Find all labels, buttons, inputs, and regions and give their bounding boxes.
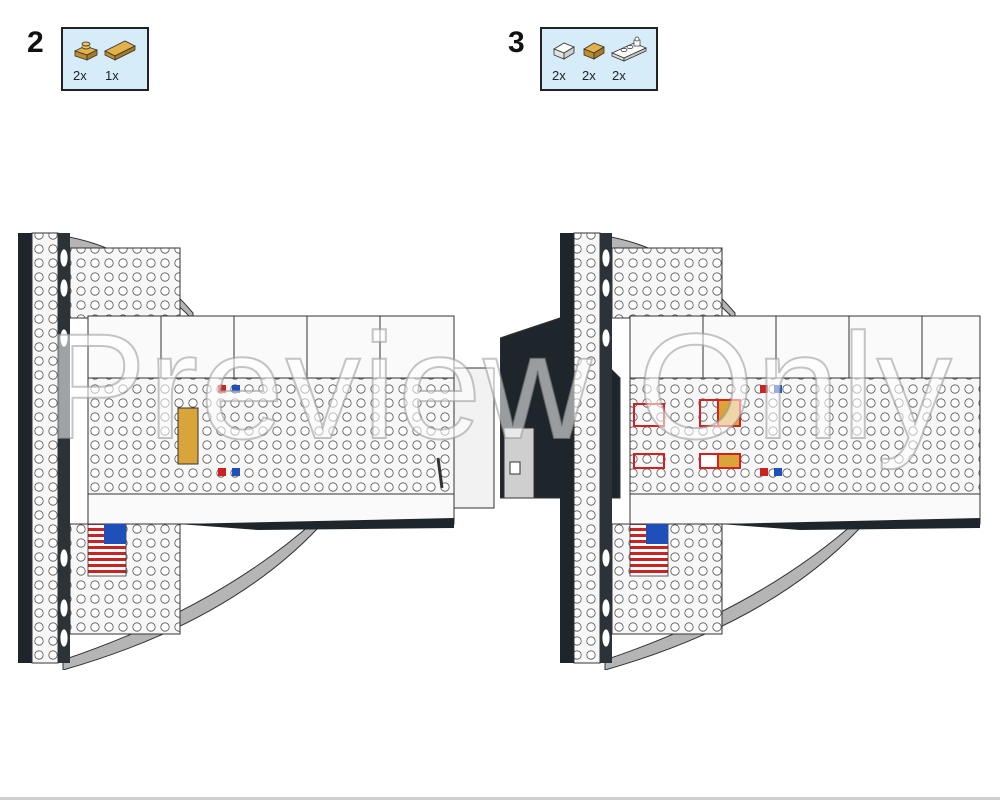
tan-slope-icon: [583, 42, 605, 60]
part-tan-tile: 1x: [103, 35, 137, 83]
part-white-slope: 2x: [550, 35, 584, 83]
step-2-model-illustration: [18, 232, 495, 670]
part-white-clip-plate: 2x: [610, 35, 650, 83]
step-2-number: 2: [27, 26, 44, 59]
part-tan-jumper-plate: 2x: [71, 35, 105, 83]
tan-tile-icon: [104, 40, 136, 61]
white-clip-plate-icon: [610, 36, 648, 62]
part-qty: 1x: [105, 68, 119, 83]
part-qty: 2x: [582, 68, 596, 83]
white-slope-icon: [553, 42, 575, 60]
step-2-parts-callout: 2x 1x: [61, 27, 149, 91]
page-bottom-divider: [0, 797, 1000, 800]
part-qty: 2x: [612, 68, 626, 83]
step-3-parts-callout: 2x 2x 2x: [540, 27, 658, 91]
step-3-number: 3: [508, 26, 525, 59]
tan-jumper-plate-icon: [73, 41, 99, 61]
step-3-model-illustration: [500, 232, 981, 670]
part-qty: 2x: [73, 68, 87, 83]
part-qty: 2x: [552, 68, 566, 83]
part-tan-slope: 2x: [580, 35, 614, 83]
